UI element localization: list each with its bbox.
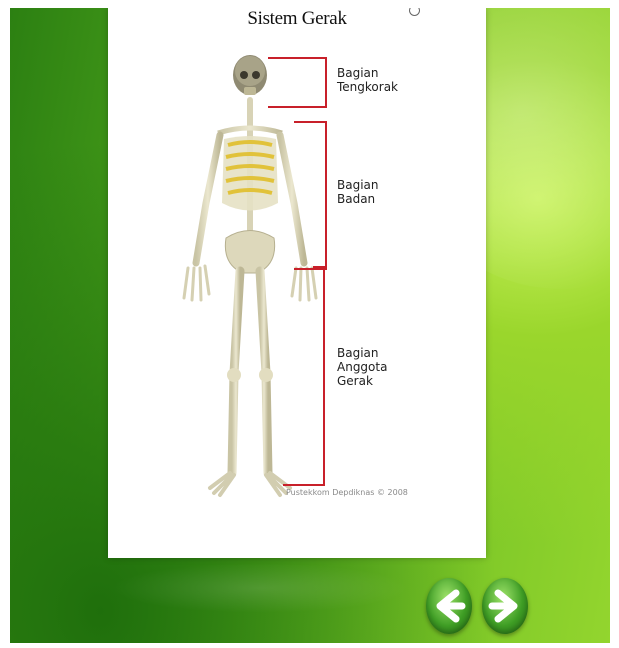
body-bracket <box>294 121 327 270</box>
slide-content: Sistem Gerak <box>108 8 486 558</box>
previous-slide-button[interactable] <box>426 578 472 634</box>
next-slide-button[interactable] <box>482 578 528 634</box>
human-skeleton-image <box>168 53 328 498</box>
slide-title: Sistem Gerak <box>108 8 486 30</box>
arrow-right-icon <box>488 588 522 624</box>
background-glow <box>110 563 410 613</box>
limbs-bracket-bottom <box>283 484 325 486</box>
image-credit: Pustekkom Depdiknas © 2008 <box>286 488 408 497</box>
label-skull: Bagian Tengkorak <box>337 66 398 94</box>
limbs-bracket-top <box>313 266 325 268</box>
arrow-left-icon <box>432 588 466 624</box>
limbs-bracket-line <box>323 266 325 486</box>
label-limbs: Bagian Anggota Gerak <box>337 346 387 388</box>
label-body: Bagian Badan <box>337 178 379 206</box>
presentation-stage: Sistem Gerak <box>10 8 610 643</box>
skull-bracket <box>268 57 327 108</box>
